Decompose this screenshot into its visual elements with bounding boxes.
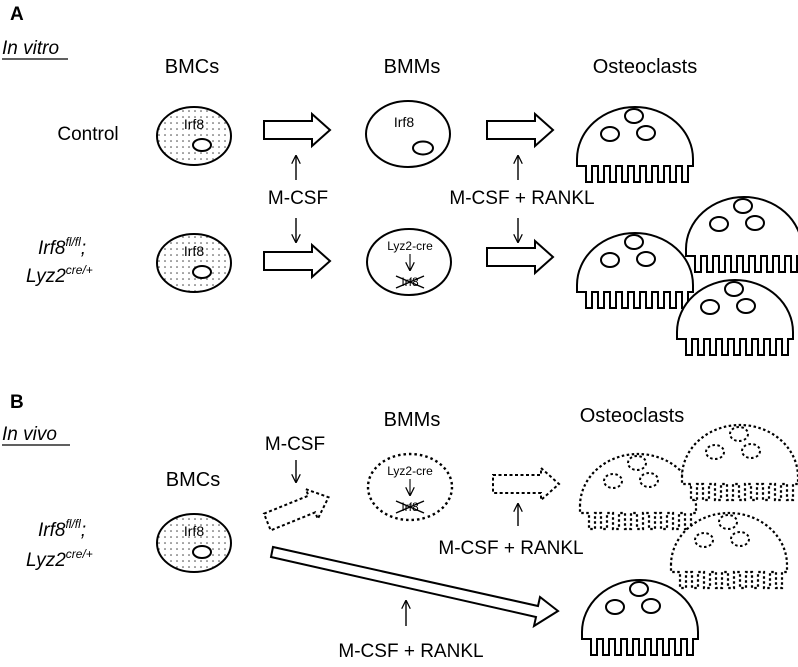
- panel-a-row-ko-line2: Lyz2cre/+: [26, 263, 93, 287]
- panel-b-row-ko-line1: Irf8fl/fl;: [38, 517, 86, 541]
- panel-b-bmc-nucleus: [192, 545, 212, 559]
- panel-a-ko-osteoclast-3: [676, 279, 794, 356]
- panel-b-condition: In vivo: [2, 424, 57, 445]
- panel-b-header-bmcs: BMCs: [166, 469, 220, 491]
- panel-b-dotted-osteoclast-2: [680, 423, 798, 502]
- panel-a-control-bmc-gene: Irf8: [184, 116, 204, 132]
- panel-a-ko-osteoclast-2: [576, 232, 694, 309]
- panel-b-dotted-arrow-2: [492, 467, 560, 501]
- panel-b-dotted-arrow-1: [260, 481, 336, 538]
- panel-b-letter: B: [10, 392, 24, 413]
- panel-a-row-ko-line1: Irf8fl/fl;: [38, 235, 86, 259]
- panel-a-ko-bmc-nucleus: [192, 265, 212, 279]
- panel-a-ko-bmc-cell: Irf8: [156, 233, 232, 293]
- panel-b-factor-mcsf-rankl-bottom: M-CSF + RANKL: [338, 641, 483, 662]
- panel-b-dotted-osteoclast-3: [669, 511, 789, 590]
- panel-a-ko-arrow-1: [263, 244, 331, 278]
- panel-a-header-bmms: BMMs: [384, 56, 441, 78]
- panel-b-factor-mcsf-rankl: M-CSF + RANKL: [438, 538, 583, 559]
- panel-b-row-ko-line2: Lyz2cre/+: [26, 547, 93, 571]
- panel-b-osteoclast: [581, 579, 699, 656]
- panel-a-ko-arrow-2: [486, 240, 554, 274]
- panel-b-dotted-osteoclast-1: [578, 452, 698, 531]
- panel-a-factor-mcsf: M-CSF: [268, 188, 328, 209]
- panel-a-control-bmm-nucleus: [412, 140, 434, 156]
- panel-a-ko-bmc-gene: Irf8: [184, 243, 204, 259]
- panel-a-control-arrow-1: [263, 113, 331, 147]
- panel-a-ko-osteoclast-1: [685, 196, 798, 273]
- panel-a-control-arrow-2: [486, 113, 554, 147]
- panel-a-ko-bmm-strike-2: [395, 275, 425, 289]
- panel-a-ko-bmm-cre: Lyz2-cre: [387, 239, 433, 253]
- panel-a-ko-bmm-cell: Lyz2-cre Irf8: [366, 228, 452, 296]
- panel-a-header-osteoclasts: Osteoclasts: [593, 56, 697, 78]
- panel-b-direct-arrow: [269, 545, 560, 629]
- panel-b-bmc-cell: Irf8: [156, 513, 232, 573]
- panel-a-factor-mcsf-rankl: M-CSF + RANKL: [449, 188, 594, 209]
- panel-b-bmm-strike-2: [395, 500, 425, 514]
- panel-b-header-osteoclasts: Osteoclasts: [580, 405, 684, 427]
- panel-a-letter: A: [10, 4, 24, 25]
- panel-a-header-bmcs: BMCs: [165, 56, 219, 78]
- panel-a-row-control: Control: [57, 124, 118, 145]
- panel-b-bmc-gene: Irf8: [184, 523, 204, 539]
- panel-a-control-bmm-gene: Irf8: [394, 114, 414, 130]
- panel-a-condition: In vitro: [2, 38, 59, 59]
- panel-a-control-bmm-cell: Irf8: [365, 100, 451, 168]
- panel-b-bmm-cell: Lyz2-cre Irf8: [366, 452, 454, 522]
- panel-b-bmm-cre: Lyz2-cre: [387, 464, 433, 478]
- panel-b-factor-mcsf: M-CSF: [265, 434, 325, 455]
- panel-a-control-osteoclast: [576, 106, 694, 183]
- panel-a-control-bmc-nucleus: [192, 138, 212, 152]
- panel-a-control-bmc-cell: Irf8: [156, 106, 232, 166]
- panel-b-header-bmms: BMMs: [384, 409, 441, 431]
